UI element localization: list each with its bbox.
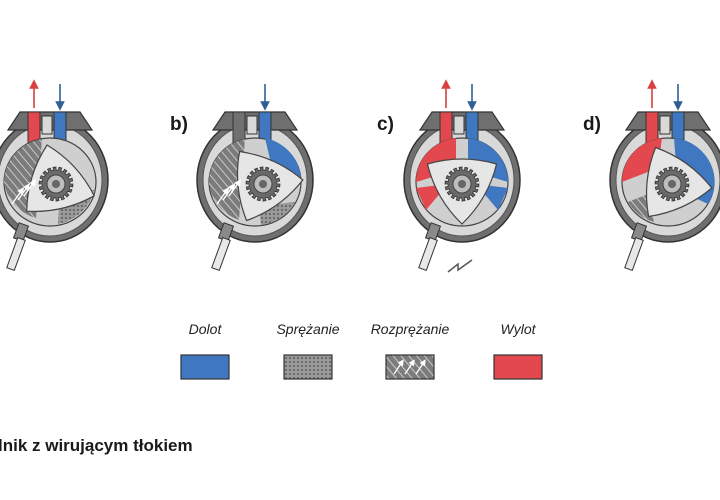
shaft-center: [52, 180, 60, 188]
expansion-arrow: [11, 187, 25, 205]
port-divider: [659, 115, 671, 135]
legend-label: Sprężanie: [276, 321, 340, 337]
engine-panel-2: [196, 84, 314, 272]
shaft-center: [458, 180, 466, 188]
panel-label: d): [583, 114, 601, 135]
expansion-arrow: [216, 187, 230, 205]
legend-label: Wylot: [500, 321, 536, 337]
legend-swatch-1: [180, 354, 230, 380]
shaft-center: [668, 180, 676, 188]
shaft-center: [259, 180, 267, 188]
engine-panel-3: [403, 79, 521, 273]
legend-swatch-2: [283, 354, 333, 380]
spark-plug-insulator: [624, 236, 644, 272]
expansion-arrow: [222, 183, 236, 201]
port-divider: [453, 115, 465, 135]
expansion-region: [208, 139, 245, 220]
port-divider: [41, 115, 53, 135]
engine-panel-4: [609, 79, 720, 272]
exhaust-region: [621, 138, 662, 182]
caption: lnik z wirującym tłokiem: [0, 436, 193, 455]
engine-panel-1: [0, 79, 109, 272]
legend-swatch-4: [493, 354, 543, 380]
spark-plug-insulator: [418, 236, 438, 272]
port-divider: [246, 115, 258, 135]
spark-icon: [447, 259, 473, 273]
panel-label: b): [170, 114, 188, 135]
legend-label: Dolot: [188, 321, 222, 337]
legend-label: Rozprężanie: [370, 321, 450, 337]
expansion-arrow: [17, 183, 31, 201]
expansion-arrow: [23, 179, 37, 197]
legend-swatch-3: [385, 354, 435, 380]
expansion-arrow: [228, 179, 242, 197]
legend-arrow: [393, 359, 404, 375]
panel-label: c): [377, 114, 394, 135]
spark-plug-insulator: [6, 236, 26, 272]
legend-arrow: [415, 359, 426, 375]
legend-arrow: [404, 359, 415, 375]
spark-plug-insulator: [211, 236, 231, 272]
